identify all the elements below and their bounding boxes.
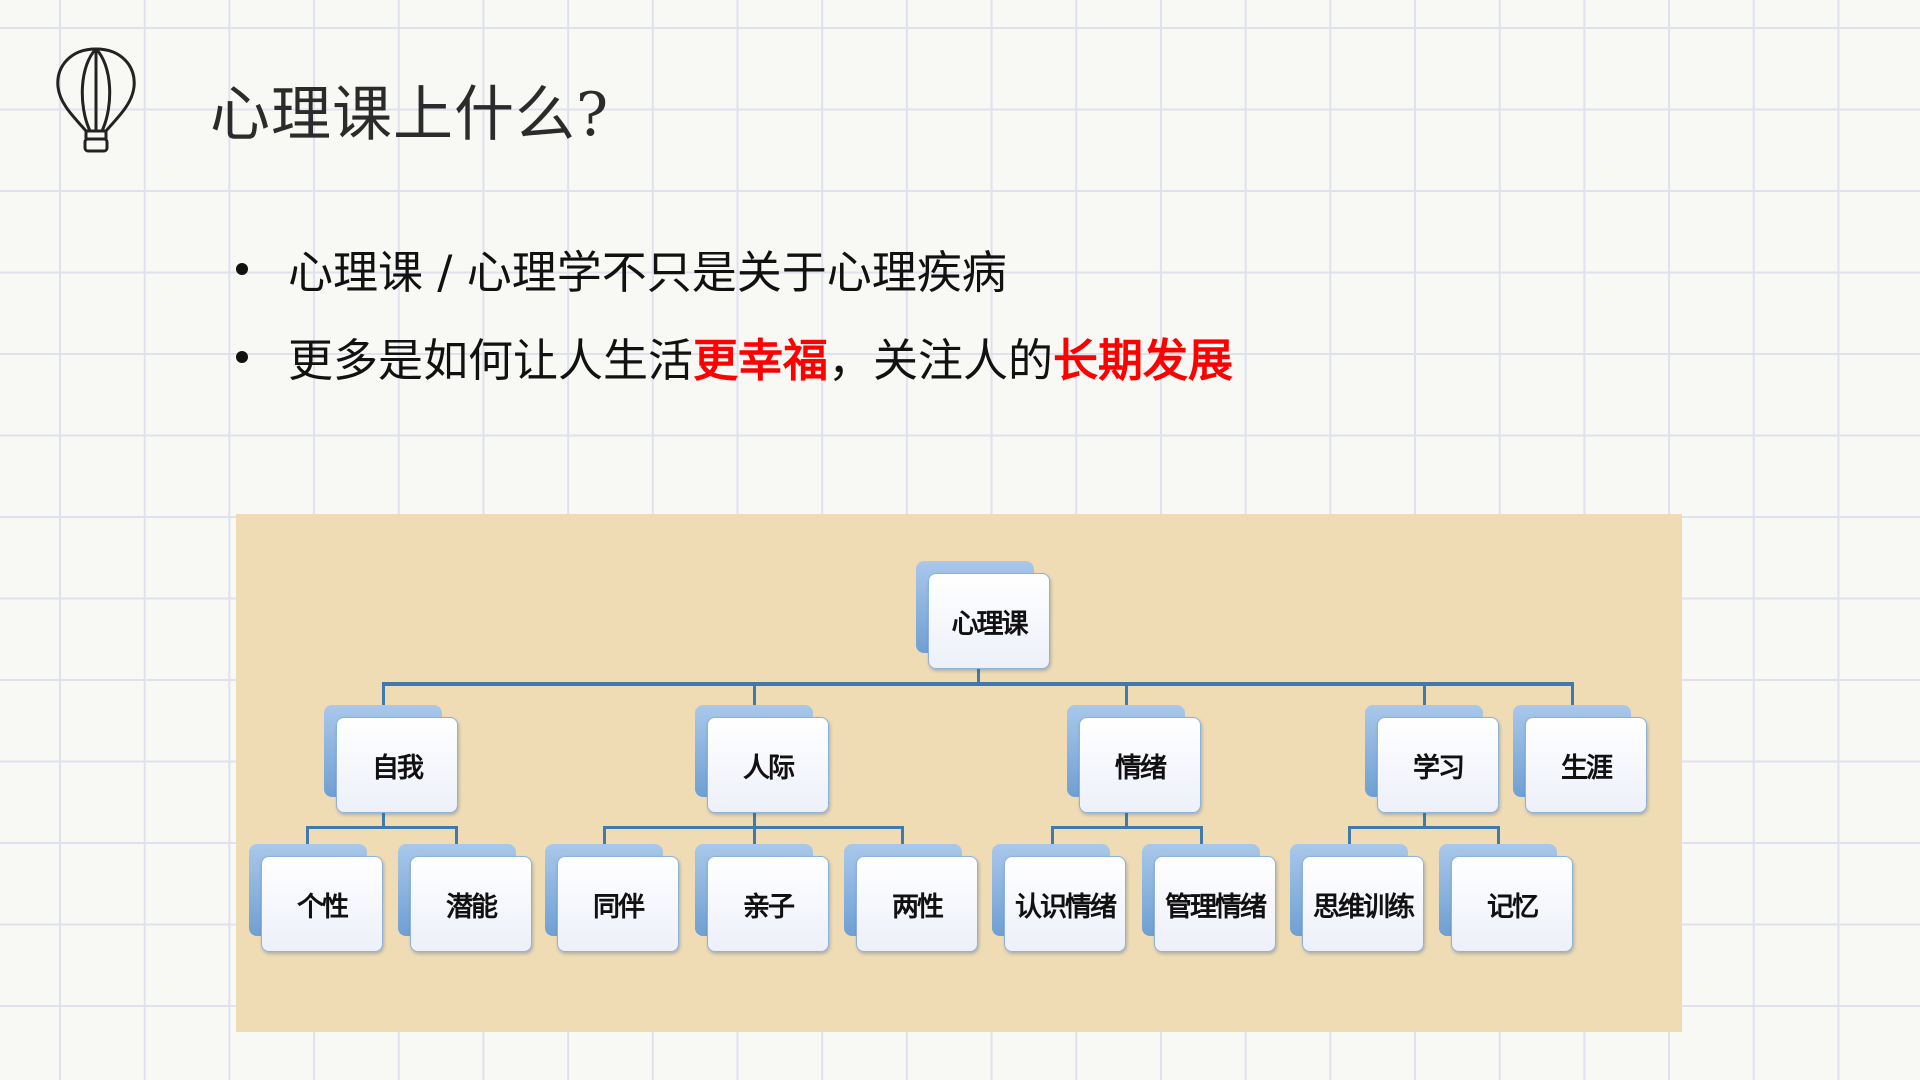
connector — [977, 669, 980, 684]
connector — [1051, 826, 1202, 829]
connector — [382, 682, 1573, 686]
connector — [1125, 682, 1128, 718]
bullet-item: 心理课 / 心理学不只是关于心理疾病 — [236, 236, 1007, 301]
node-level2: 情绪 — [1067, 705, 1201, 813]
node-level2: 学习 — [1365, 705, 1499, 813]
connector — [753, 682, 756, 718]
connector — [1423, 811, 1426, 827]
node-level3: 两性 — [844, 844, 978, 952]
bullet-dot — [236, 350, 248, 363]
connector — [901, 826, 904, 856]
connector — [1571, 682, 1574, 718]
node-level3: 记忆 — [1439, 844, 1573, 952]
node-level2: 人际 — [695, 705, 829, 813]
node-level3: 认识情绪 — [992, 844, 1126, 952]
page-title: 心理课上什么? — [210, 80, 610, 150]
connector — [1348, 826, 1351, 856]
node-level3: 管理情绪 — [1142, 844, 1276, 952]
connector — [1200, 826, 1203, 856]
bullet-text: ，关注人的 — [828, 334, 1054, 387]
connector — [306, 826, 457, 829]
highlight-text: 更幸福 — [693, 334, 829, 387]
connector — [306, 826, 309, 856]
bullet-text: 更多是如何让人生活 — [288, 334, 694, 387]
node-level2: 自我 — [324, 705, 458, 813]
bullet-dot — [236, 262, 248, 275]
node-level3: 思维训练 — [1290, 844, 1424, 952]
connector — [753, 811, 756, 856]
connector — [1125, 811, 1128, 827]
node-root: 心理课 — [916, 561, 1050, 669]
hot-air-balloon-icon — [56, 47, 136, 153]
org-chart-diagram: 心理课 自我 人际 情绪 学习 生涯 个性 潜能 同伴 亲子 两性 认识情绪 管… — [236, 514, 1682, 1032]
node-level3: 个性 — [249, 844, 383, 952]
node-level3: 亲子 — [695, 844, 829, 952]
node-level3: 同伴 — [545, 844, 679, 952]
connector — [603, 826, 606, 856]
highlight-text: 长期发展 — [1053, 334, 1234, 387]
connector — [1423, 682, 1426, 718]
connector — [603, 826, 903, 829]
connector — [1051, 826, 1054, 856]
connector — [1348, 826, 1499, 829]
connector — [455, 826, 458, 856]
bullet-item: 更多是如何让人生活更幸福，关注人的长期发展 — [236, 324, 1233, 389]
node-level2: 生涯 — [1513, 705, 1647, 813]
connector — [1497, 826, 1500, 856]
connector — [382, 682, 385, 718]
bullet-text: 心理课 / 心理学不只是关于心理疾病 — [288, 246, 1007, 299]
connector — [382, 811, 385, 827]
node-level3: 潜能 — [398, 844, 532, 952]
